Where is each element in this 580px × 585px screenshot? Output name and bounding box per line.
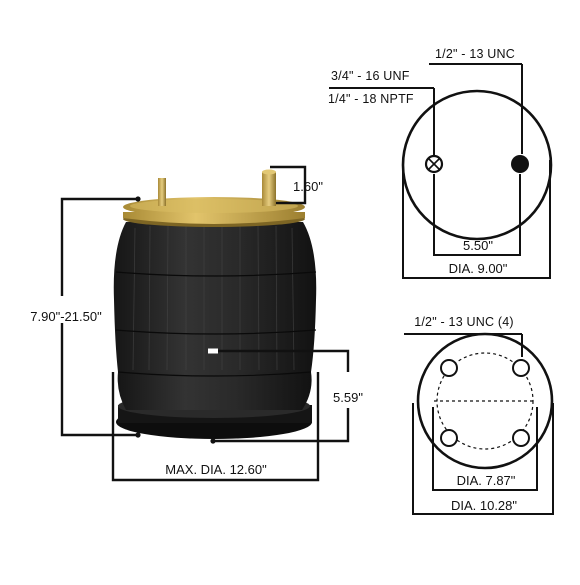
- air-spring-bellows-icon: [113, 169, 317, 439]
- fitting-thread-label-1: 3/4" - 16 UNF: [331, 69, 410, 83]
- stud-height-label: 1.60": [293, 179, 323, 194]
- top-diameter-label: DIA. 9.00": [449, 261, 508, 276]
- bottom-view-drawing: [404, 332, 554, 515]
- bottom-diameter-label: DIA. 10.28": [451, 498, 517, 513]
- top-spacing-label: 5.50": [463, 238, 493, 253]
- bottom-bolt-thread-label: 1/2" - 13 UNC (4): [414, 315, 514, 329]
- top-bolt-thread-label: 1/2" - 13 UNC: [435, 47, 515, 61]
- top-view-drawing: [329, 63, 553, 279]
- piston-height-label: 5.59": [333, 390, 363, 405]
- max-diameter-label: MAX. DIA. 12.60": [165, 462, 267, 477]
- dimension-lines-side: [60, 165, 350, 482]
- height-range-label: 7.90"-21.50": [30, 309, 102, 324]
- bolt-circle-label: DIA. 7.87": [457, 473, 516, 488]
- fitting-thread-label-2: 1/4" - 18 NPTF: [328, 92, 414, 106]
